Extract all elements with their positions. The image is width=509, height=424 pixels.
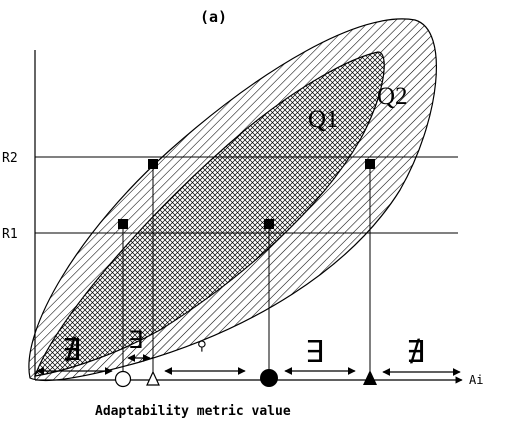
x-axis-end-label: Ai (469, 373, 483, 387)
point-marker-4 (365, 159, 375, 169)
filled-circle-marker (260, 369, 278, 387)
point-marker-2 (148, 159, 158, 169)
region-label-q1: Q1 (308, 106, 339, 133)
interval-symbol-5: ∄ (406, 335, 425, 370)
region-label-q2: Q2 (377, 83, 408, 110)
filled-triangle-marker (363, 370, 377, 385)
point-marker-3 (264, 219, 274, 229)
interval-symbol-2: ∃ (128, 326, 143, 354)
interval-symbol-1: ∄ (62, 333, 81, 368)
threshold-label-r2: R2 (2, 151, 18, 166)
x-axis-caption: Adaptability metric value (95, 404, 291, 419)
figure-label: (a) (200, 8, 227, 26)
open-circle-marker (114, 370, 132, 388)
threshold-label-r1: R1 (2, 227, 18, 242)
interval-symbol-3: ⚲ (197, 339, 207, 354)
open-triangle-marker (146, 370, 160, 386)
interval-symbol-4: ∃ (305, 335, 324, 370)
point-marker-1 (118, 219, 128, 229)
